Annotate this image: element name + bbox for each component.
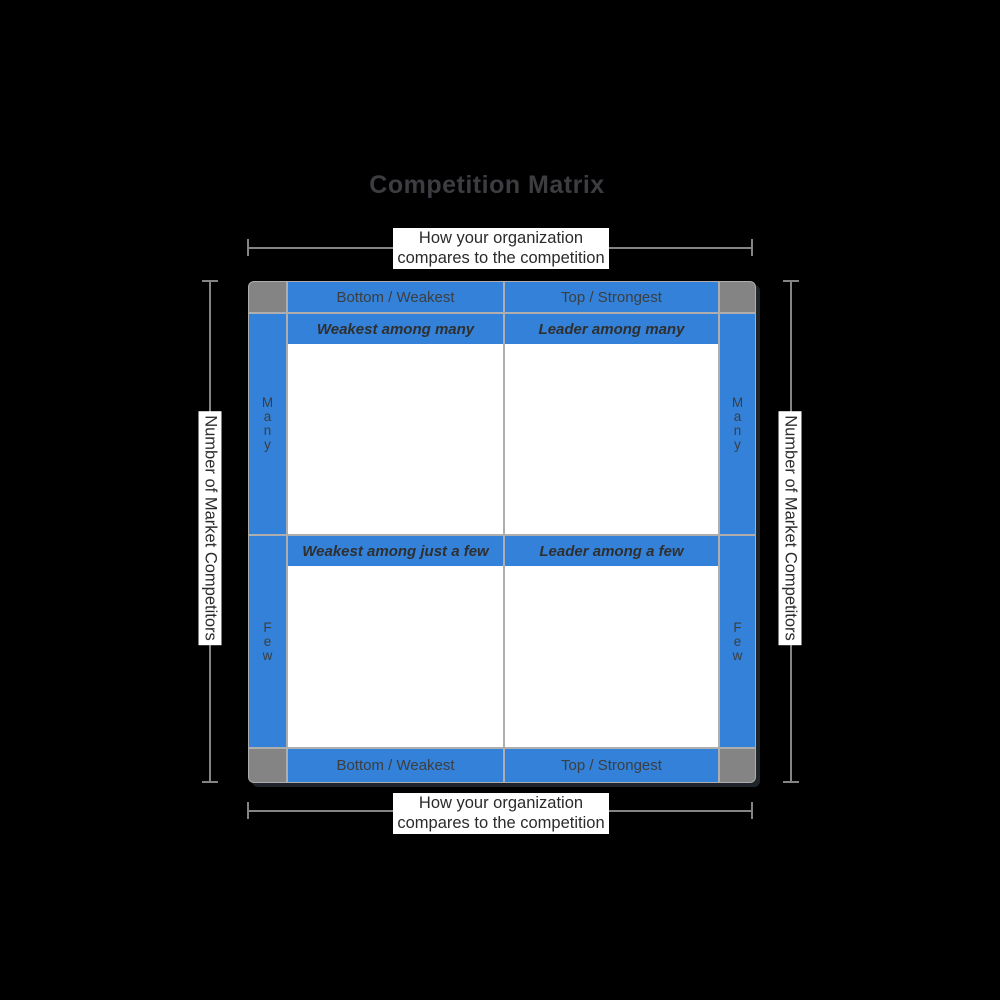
quadrant-title: Weakest among many: [288, 314, 503, 344]
quadrant-title: Weakest among just a few: [288, 536, 503, 566]
competition-matrix: Bottom / Weakest Top / Strongest M a n y…: [248, 281, 756, 783]
left-dimension-tick-bottom: [202, 781, 218, 783]
quadrant-body: [505, 344, 718, 534]
corner-bottom-right: [720, 749, 755, 782]
column-header-right: Top / Strongest: [505, 282, 718, 312]
corner-bottom-left: [249, 749, 286, 782]
bottom-dimension-tick-right: [751, 802, 753, 819]
left-dimension-tick-top: [202, 280, 218, 282]
corner-top-left: [249, 282, 286, 312]
horizontal-axis-label-bottom: How your organization compares to the co…: [393, 793, 609, 834]
quadrant-body: [505, 566, 718, 747]
row-band-few-left: F e w: [249, 536, 286, 747]
corner-top-right: [720, 282, 755, 312]
quadrant-title: Leader among a few: [505, 536, 718, 566]
right-dimension-tick-top: [783, 280, 799, 282]
quadrant-body: [288, 566, 503, 747]
column-header-left: Bottom / Weakest: [288, 282, 503, 312]
row-band-few-right: F e w: [720, 536, 755, 747]
diagram-title: Competition Matrix: [369, 171, 605, 199]
quadrant-leader-among-a-few: Leader among a few: [505, 536, 718, 747]
top-dimension-tick-left: [247, 239, 249, 256]
vertical-axis-label-right: Number of Market Competitors: [778, 411, 802, 645]
bottom-dimension-tick-left: [247, 802, 249, 819]
quadrant-title: Leader among many: [505, 314, 718, 344]
horizontal-axis-label-top: How your organization compares to the co…: [393, 228, 609, 269]
quadrant-weakest-among-many: Weakest among many: [288, 314, 503, 534]
row-band-many-left: M a n y: [249, 314, 286, 534]
column-footer-left: Bottom / Weakest: [288, 749, 503, 782]
quadrant-weakest-among-just-a-few: Weakest among just a few: [288, 536, 503, 747]
top-dimension-tick-right: [751, 239, 753, 256]
quadrant-body: [288, 344, 503, 534]
row-band-many-right: M a n y: [720, 314, 755, 534]
column-footer-right: Top / Strongest: [505, 749, 718, 782]
right-dimension-tick-bottom: [783, 781, 799, 783]
quadrant-leader-among-many: Leader among many: [505, 314, 718, 534]
vertical-axis-label-left: Number of Market Competitors: [198, 411, 222, 645]
